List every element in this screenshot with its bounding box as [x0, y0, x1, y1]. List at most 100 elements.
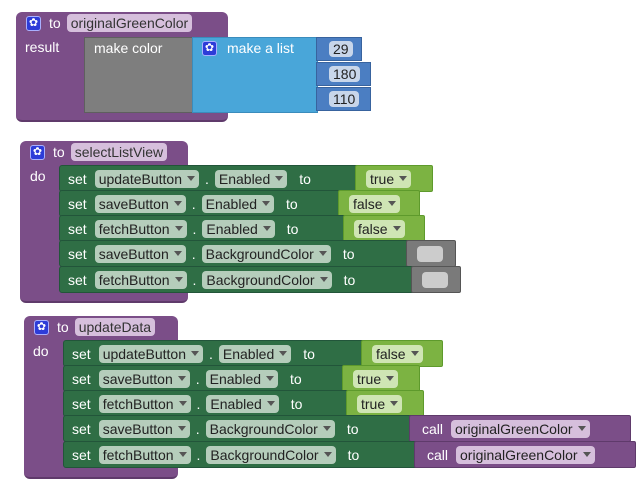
boolean-dropdown[interactable]: false: [354, 219, 405, 238]
setter-block[interactable]: set saveButton . Enabled to: [59, 190, 355, 217]
procedure-dropdown[interactable]: originalGreenColor: [451, 419, 590, 438]
component-dropdown[interactable]: saveButton: [94, 194, 186, 213]
to-label: to: [343, 271, 356, 288]
chevron-down-icon: [177, 376, 186, 381]
component-dropdown[interactable]: saveButton: [98, 369, 190, 388]
make-a-list-block[interactable]: ✿ make a list: [192, 37, 318, 113]
boolean-block[interactable]: false: [338, 190, 420, 217]
setter-block[interactable]: set fetchButton . Enabled to: [63, 390, 363, 417]
boolean-block[interactable]: false: [361, 340, 443, 367]
procedure-dropdown[interactable]: originalGreenColor: [456, 445, 595, 464]
number-field[interactable]: 180: [329, 66, 361, 82]
property-dropdown[interactable]: Enabled: [201, 194, 275, 213]
component-dropdown[interactable]: updateButton: [94, 169, 199, 188]
component-dropdown[interactable]: saveButton: [98, 419, 190, 438]
boolean-dropdown[interactable]: true: [357, 394, 403, 413]
property-dropdown[interactable]: Enabled: [218, 344, 292, 363]
call-procedure-block[interactable]: call originalGreenColor: [414, 441, 636, 468]
chevron-down-icon: [262, 226, 271, 231]
number-block[interactable]: 110: [316, 87, 371, 111]
call-procedure-block[interactable]: call originalGreenColor: [409, 415, 631, 442]
number-field[interactable]: 29: [329, 41, 353, 57]
dropdown-value: Enabled: [222, 345, 275, 362]
result-label: result: [25, 39, 60, 55]
setter-block[interactable]: set saveButton . BackgroundColor to: [63, 415, 427, 442]
light-gray-color-swatch[interactable]: [417, 245, 443, 262]
setter-block[interactable]: set saveButton . BackgroundColor to: [59, 240, 423, 267]
chevron-down-icon: [410, 351, 419, 356]
property-dropdown[interactable]: BackgroundColor: [205, 419, 335, 438]
to-label: to: [290, 370, 302, 387]
chevron-down-icon: [392, 226, 401, 231]
procedure-name-field[interactable]: selectListView: [70, 143, 168, 161]
boolean-dropdown[interactable]: true: [366, 169, 412, 188]
property-dropdown[interactable]: Enabled: [214, 169, 288, 188]
property-dropdown[interactable]: BackgroundColor: [201, 244, 331, 263]
boolean-block[interactable]: false: [343, 215, 425, 242]
chevron-down-icon: [186, 176, 195, 181]
number-block[interactable]: 180: [316, 62, 371, 86]
procedure-name-field[interactable]: originalGreenColor: [66, 14, 193, 32]
dropdown-value: false: [376, 345, 406, 362]
set-keyword: set: [72, 420, 91, 437]
boolean-block[interactable]: true: [355, 165, 433, 192]
setter-block[interactable]: set fetchButton . Enabled to: [59, 215, 359, 242]
setter-block[interactable]: set fetchButton . BackgroundColor to: [59, 266, 429, 293]
component-dropdown[interactable]: fetchButton: [94, 270, 187, 289]
boolean-dropdown[interactable]: true: [353, 369, 399, 388]
dropdown-value: false: [358, 220, 388, 237]
color-block[interactable]: [411, 266, 461, 293]
property-dropdown[interactable]: Enabled: [205, 369, 279, 388]
set-keyword: set: [72, 395, 91, 412]
to-label: to: [286, 220, 299, 237]
make-color-block[interactable]: make color: [84, 37, 194, 113]
dropdown-value: true: [357, 370, 382, 387]
component-dropdown[interactable]: fetchButton: [94, 219, 187, 238]
component-dropdown[interactable]: saveButton: [94, 244, 186, 263]
color-block[interactable]: [406, 240, 456, 267]
dot-separator: .: [195, 420, 200, 437]
setter-block[interactable]: set updateButton . Enabled to: [59, 165, 373, 192]
property-dropdown[interactable]: BackgroundColor: [202, 270, 332, 289]
chevron-down-icon: [399, 176, 408, 181]
dropdown-value: saveButton: [102, 420, 173, 437]
boolean-dropdown[interactable]: false: [349, 194, 400, 213]
chevron-down-icon: [262, 201, 271, 206]
set-keyword: set: [68, 220, 87, 237]
to-label: to: [342, 245, 355, 262]
to-keyword: to: [53, 144, 65, 160]
component-dropdown[interactable]: updateButton: [98, 344, 203, 363]
component-dropdown[interactable]: fetchButton: [98, 394, 191, 413]
call-keyword: call: [427, 446, 449, 463]
number-block[interactable]: 29: [316, 37, 362, 61]
gear-icon[interactable]: ✿: [202, 41, 217, 56]
boolean-block[interactable]: true: [346, 390, 424, 417]
gear-icon[interactable]: ✿: [26, 15, 41, 31]
do-label: do: [33, 343, 49, 359]
dropdown-value: Enabled: [210, 395, 262, 412]
procedure-name-field[interactable]: updateData: [74, 318, 156, 336]
chevron-down-icon: [178, 401, 187, 406]
chevron-down-icon: [386, 376, 395, 381]
light-gray-color-swatch[interactable]: [422, 271, 448, 288]
property-dropdown[interactable]: Enabled: [206, 394, 279, 413]
chevron-down-icon: [318, 251, 327, 256]
setter-block[interactable]: set saveButton . Enabled to: [63, 365, 359, 392]
property-dropdown[interactable]: Enabled: [202, 219, 275, 238]
gear-icon[interactable]: ✿: [30, 144, 45, 160]
chevron-down-icon: [174, 226, 183, 231]
chevron-down-icon: [190, 351, 199, 356]
chevron-down-icon: [319, 277, 328, 282]
boolean-dropdown[interactable]: false: [372, 344, 423, 363]
chevron-down-icon: [387, 201, 396, 206]
chevron-down-icon: [266, 401, 275, 406]
component-dropdown[interactable]: fetchButton: [98, 445, 191, 464]
gear-icon[interactable]: ✿: [34, 319, 49, 335]
chevron-down-icon: [266, 376, 275, 381]
property-dropdown[interactable]: BackgroundColor: [206, 445, 336, 464]
number-field[interactable]: 110: [329, 91, 360, 107]
boolean-block[interactable]: true: [342, 365, 420, 392]
setter-block[interactable]: set updateButton . Enabled to: [63, 340, 377, 367]
setter-block[interactable]: set fetchButton . BackgroundColor to: [63, 441, 433, 468]
chevron-down-icon: [275, 176, 284, 181]
